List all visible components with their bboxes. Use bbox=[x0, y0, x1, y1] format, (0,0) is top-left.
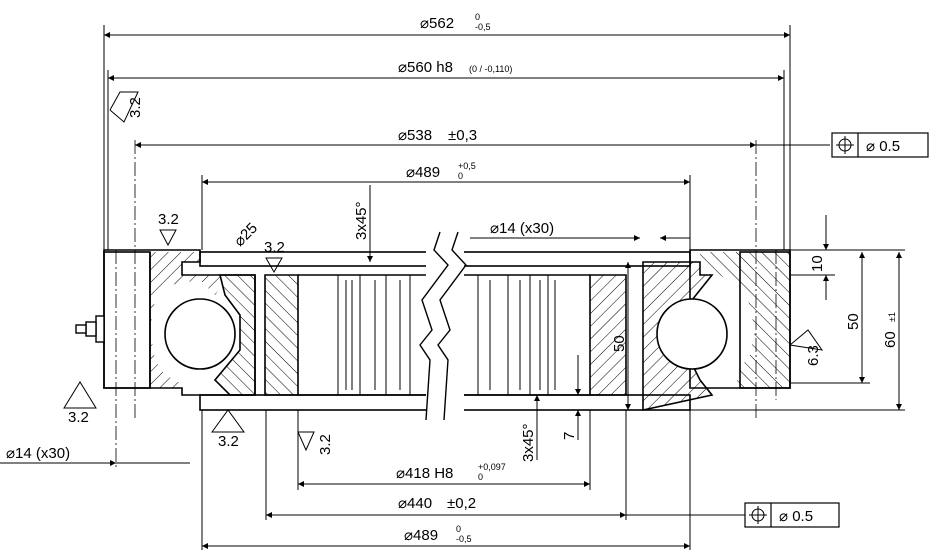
dim-538: ⌀538 bbox=[398, 127, 432, 144]
position-tolerance-top-value: ⌀ 0.5 bbox=[866, 138, 900, 155]
position-tolerance-bottom-value: ⌀ 0.5 bbox=[779, 508, 813, 525]
ball-right bbox=[656, 298, 728, 370]
dim-418-tol-low: 0 bbox=[478, 472, 483, 482]
roughness-label-6: 3.2 bbox=[317, 434, 334, 455]
dim-560: ⌀560 h8 bbox=[398, 59, 453, 76]
roughness-label-2: 3.2 bbox=[158, 211, 179, 228]
dimension-lines bbox=[0, 25, 905, 550]
position-symbol-icon bbox=[749, 506, 767, 524]
height-7-label: 7 bbox=[561, 432, 578, 440]
break-mark bbox=[419, 231, 467, 422]
ball-left bbox=[164, 298, 236, 370]
gear-teeth bbox=[337, 275, 556, 395]
roughness-label-5: 3.2 bbox=[218, 433, 239, 450]
dim-489-top-tol-low: 0 bbox=[458, 171, 463, 181]
dim-560-tol: (0 / -0,110) bbox=[469, 64, 512, 74]
height-50-right-label: 50 bbox=[845, 313, 862, 330]
position-symbol-icon bbox=[836, 136, 854, 154]
dim-14-left: ⌀14 (x30) bbox=[6, 445, 70, 462]
height-10-label: 10 bbox=[809, 255, 826, 272]
roughness-labels: 3.2 3.2 3.2 3.2 3.2 3.2 bbox=[68, 97, 334, 455]
dim-440-tol: ±0,2 bbox=[447, 495, 476, 512]
inner-ring bbox=[199, 251, 691, 411]
dim-418: ⌀418 H8 bbox=[396, 465, 453, 482]
dim-25: ⌀25 bbox=[231, 220, 261, 250]
roughness-label-3: 3.2 bbox=[264, 239, 285, 256]
roughness-symbols bbox=[63, 91, 824, 452]
dim-489-top-tol-up: +0,5 bbox=[458, 161, 476, 171]
vertical-labels: 3x45° 3x45° 10 50 60 ±1 50 7 6.3 bbox=[353, 201, 899, 462]
height-60-label: 60 bbox=[882, 331, 899, 348]
dim-440: ⌀440 bbox=[398, 495, 432, 512]
roughness-label-1: 3.2 bbox=[127, 97, 144, 118]
position-tolerance-top: ⌀ 0.5 bbox=[831, 132, 929, 158]
roughness-6-3-label: 6.3 bbox=[805, 345, 822, 366]
dim-562-tol-up: 0 bbox=[475, 12, 480, 22]
dim-418-tol-up: +0,097 bbox=[478, 462, 506, 472]
chamfer-top-label: 3x45° bbox=[353, 201, 370, 240]
height-50-center-label: 50 bbox=[611, 335, 628, 352]
dim-489-bottom-tol-up: 0 bbox=[456, 524, 461, 534]
dim-489-bottom: ⌀489 bbox=[404, 527, 438, 544]
dim-562: ⌀562 bbox=[420, 15, 454, 32]
dim-562-tol-low: -0,5 bbox=[475, 22, 491, 32]
height-60-tol-label: ±1 bbox=[887, 312, 897, 322]
dim-14-top: ⌀14 (x30) bbox=[490, 220, 554, 237]
outer-ring-left bbox=[103, 249, 256, 396]
dim-538-tol: ±0,3 bbox=[448, 127, 477, 144]
dim-489-bottom-tol-low: -0,5 bbox=[456, 534, 472, 544]
grease-nipple bbox=[75, 315, 105, 343]
position-tolerance-bottom: ⌀ 0.5 bbox=[744, 502, 840, 528]
dim-489-top: ⌀489 bbox=[406, 164, 440, 181]
chamfer-bottom-label: 3x45° bbox=[520, 423, 537, 462]
roughness-label-4: 3.2 bbox=[68, 409, 89, 426]
